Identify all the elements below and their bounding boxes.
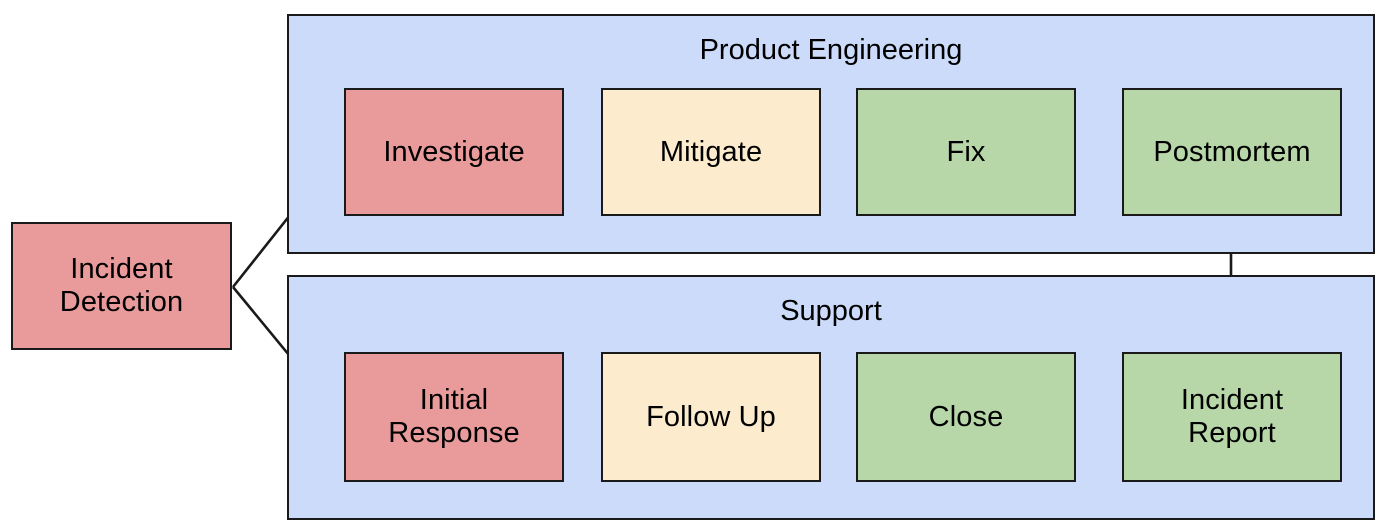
node-investigate[interactable]: Investigate [344,88,564,216]
node-close[interactable]: Close [856,352,1076,482]
group-title-support: Support [780,295,882,327]
node-follow-up[interactable]: Follow Up [601,352,821,482]
node-postmortem[interactable]: Postmortem [1122,88,1342,216]
group-title-product-engineering: Product Engineering [699,34,963,66]
node-incident-report[interactable]: Incident Report [1122,352,1342,482]
node-initial-response[interactable]: Initial Response [344,352,564,482]
node-incident-detection[interactable]: Incident Detection [11,222,232,350]
node-mitigate[interactable]: Mitigate [601,88,821,216]
node-fix[interactable]: Fix [856,88,1076,216]
